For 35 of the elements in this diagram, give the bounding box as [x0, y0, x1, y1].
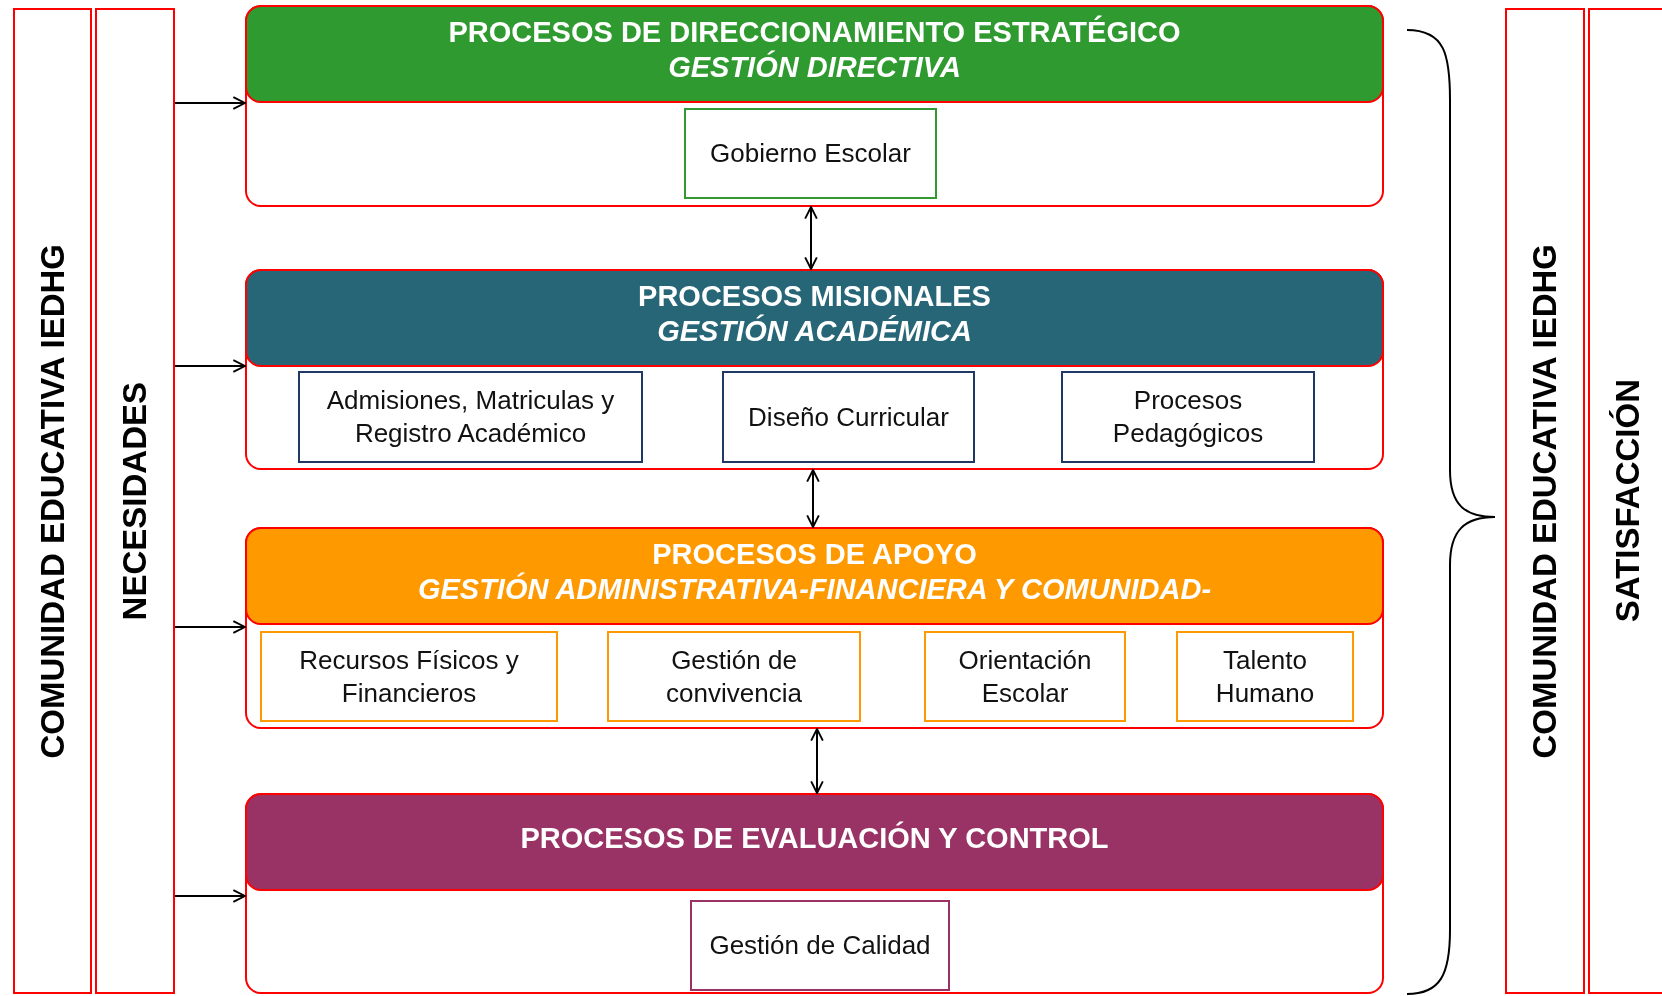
- section-title: PROCESOS MISIONALES: [638, 279, 991, 314]
- arrow: [806, 469, 820, 528]
- side-panel: [1588, 8, 1662, 994]
- arrow: [174, 620, 246, 634]
- vertical-label: NECESIDADES: [116, 381, 154, 621]
- section-subtitle: GESTIÓN ACADÉMICA: [657, 314, 972, 349]
- process-box: Procesos Pedagógicos: [1061, 371, 1315, 463]
- arrow: [810, 728, 824, 794]
- process-panel: [245, 5, 1384, 207]
- vertical-label: SATISFACCIÓN: [1609, 379, 1647, 623]
- arrow: [174, 359, 246, 373]
- section-subtitle: GESTIÓN ADMINISTRATIVA-FINANCIERA Y COMUNIDAD-: [417, 572, 1212, 607]
- vertical-label: COMUNIDAD EDUCATIVA IEDHG: [33, 243, 72, 759]
- process-box: Gestión de Calidad: [690, 900, 950, 991]
- side-panel: [1505, 8, 1585, 994]
- process-box: Recursos Físicos y Financieros: [260, 631, 558, 722]
- arrow: [804, 206, 818, 270]
- arrow: [174, 889, 246, 903]
- section-title: PROCESOS DE APOYO: [652, 537, 977, 572]
- process-box: Orientación Escolar: [924, 631, 1126, 722]
- section-title: PROCESOS DE DIRECCIONAMIENTO ESTRATÉGICO: [448, 15, 1181, 50]
- process-box: Admisiones, Matriculas y Registro Académico: [298, 371, 643, 463]
- process-box: Gobierno Escolar: [684, 108, 937, 199]
- process-box: Gestión de convivencia: [607, 631, 861, 722]
- vertical-label: COMUNIDAD EDUCATIVA IEDHG: [1526, 243, 1564, 759]
- section-title: PROCESOS DE EVALUACIÓN Y CONTROL: [520, 820, 1109, 856]
- side-panel: [13, 8, 92, 994]
- process-panel: [245, 269, 1384, 470]
- section-subtitle: GESTIÓN DIRECTIVA: [668, 50, 961, 85]
- process-box: Diseño Curricular: [722, 371, 975, 463]
- process-panel: [245, 527, 1384, 729]
- process-box: Talento Humano: [1176, 631, 1354, 722]
- side-panel: [95, 8, 175, 994]
- arrow: [174, 96, 246, 110]
- process-panel: [245, 793, 1384, 994]
